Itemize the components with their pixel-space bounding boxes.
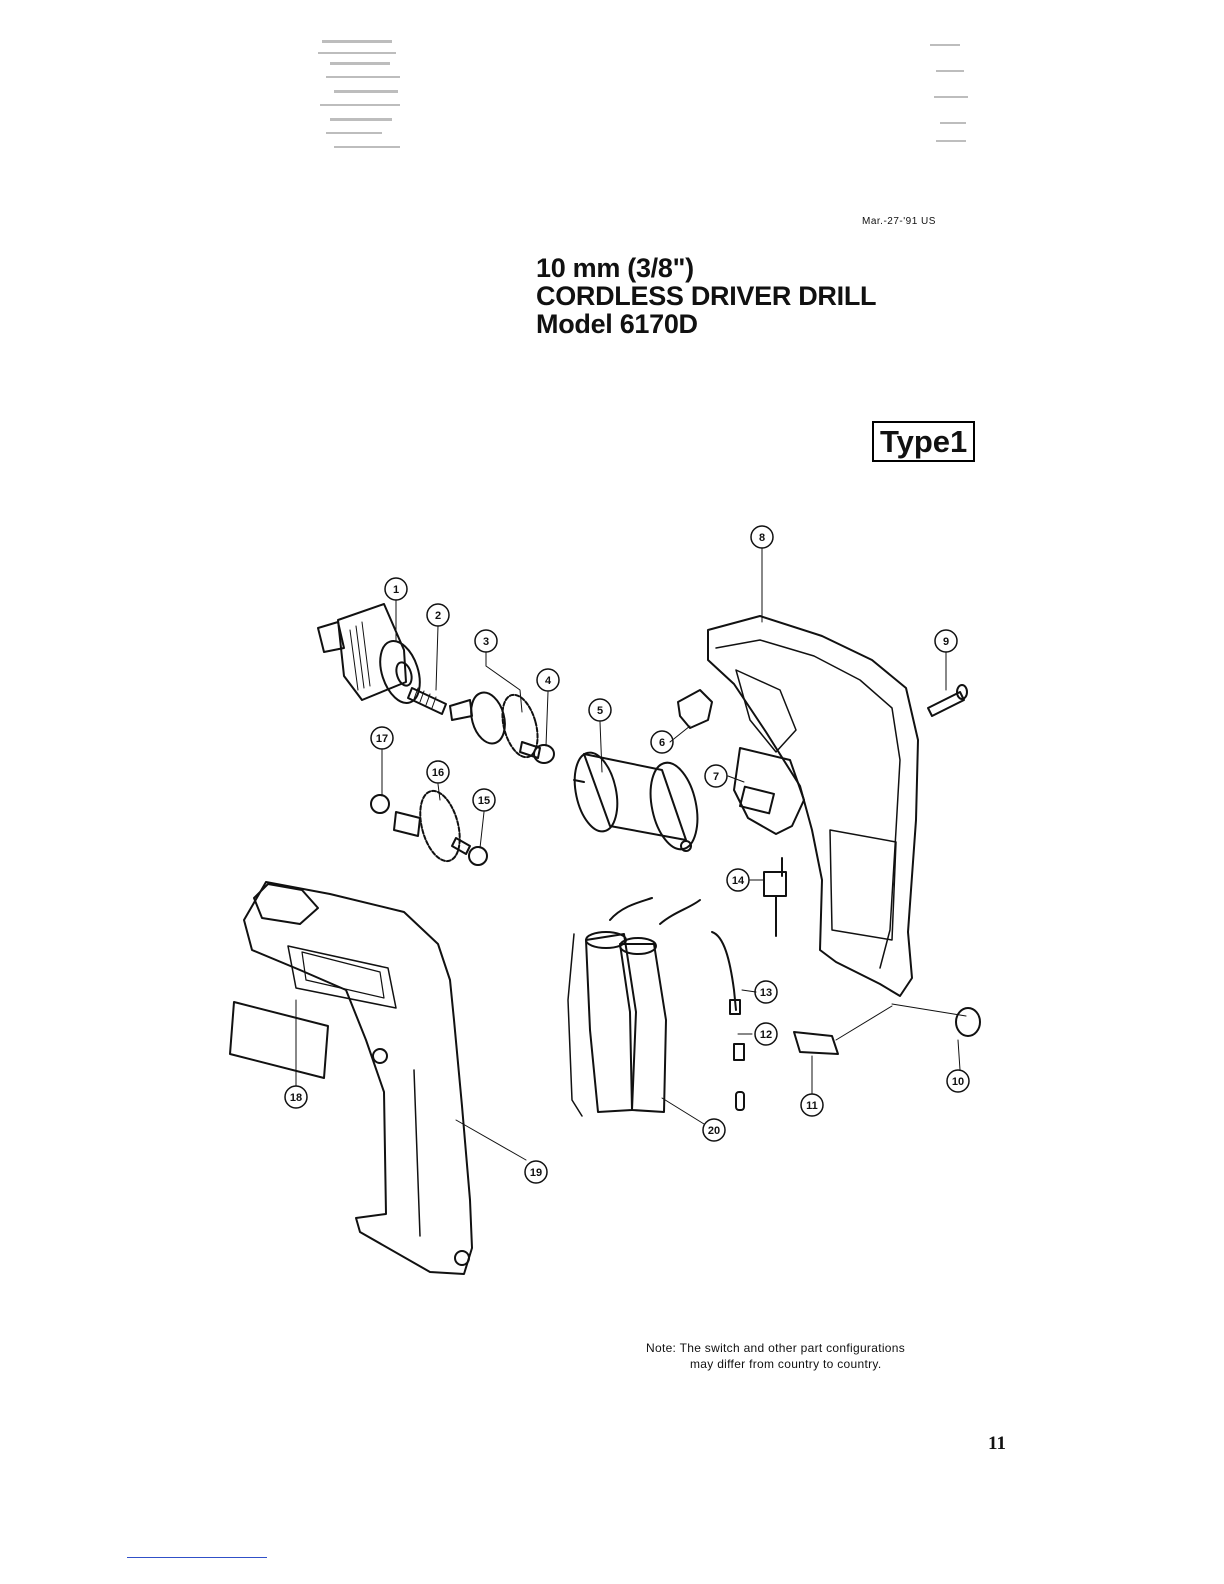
part-switch — [734, 748, 804, 834]
callout-14: 14 — [732, 875, 745, 887]
callout-17: 17 — [376, 733, 388, 745]
part-cap — [956, 1008, 980, 1036]
callout-9: 9 — [943, 636, 949, 648]
part-bearing-4 — [534, 745, 554, 763]
callout-10: 10 — [952, 1076, 964, 1088]
callout-8: 8 — [759, 532, 765, 544]
part-bearing-15 — [469, 847, 487, 865]
callout-1: 1 — [393, 584, 399, 596]
part-terminal — [794, 1032, 838, 1054]
part-label-plate — [230, 1002, 328, 1078]
note-line-2: may differ from country to country. — [646, 1356, 905, 1372]
callout-6: 6 — [659, 737, 665, 749]
part-resistor — [734, 1044, 744, 1060]
callout-19: 19 — [530, 1167, 542, 1179]
part-motor — [568, 749, 705, 854]
callout-20: 20 — [708, 1125, 720, 1137]
callout-circles — [285, 526, 969, 1183]
callout-13: 13 — [760, 987, 772, 999]
page-number: 11 — [988, 1433, 1006, 1455]
part-capacitor — [764, 858, 786, 936]
callout-12: 12 — [760, 1029, 772, 1041]
configuration-note: Note: The switch and other part configur… — [646, 1340, 905, 1372]
callout-5: 5 — [597, 705, 603, 717]
link-underline[interactable] — [127, 1557, 267, 1558]
callout-15: 15 — [478, 795, 490, 807]
part-brush-holder — [678, 690, 712, 728]
part-diode — [712, 932, 736, 1010]
part-bearing-17 — [371, 795, 389, 813]
callout-16: 16 — [432, 767, 444, 779]
part-battery-pack — [568, 898, 700, 1116]
callout-4: 4 — [545, 675, 552, 687]
part-fuse — [736, 1092, 744, 1110]
note-line-1: Note: The switch and other part configur… — [646, 1340, 905, 1356]
callout-7: 7 — [713, 771, 719, 783]
part-gear-16 — [394, 787, 470, 866]
callout-3: 3 — [483, 636, 489, 648]
part-housing-left — [244, 882, 472, 1274]
part-housing-screw — [928, 685, 967, 716]
callout-11: 11 — [806, 1100, 818, 1112]
callout-18: 18 — [290, 1092, 302, 1104]
part-chuck-screw — [408, 688, 446, 714]
callout-2: 2 — [435, 610, 441, 622]
part-spindle-gear — [450, 689, 544, 761]
